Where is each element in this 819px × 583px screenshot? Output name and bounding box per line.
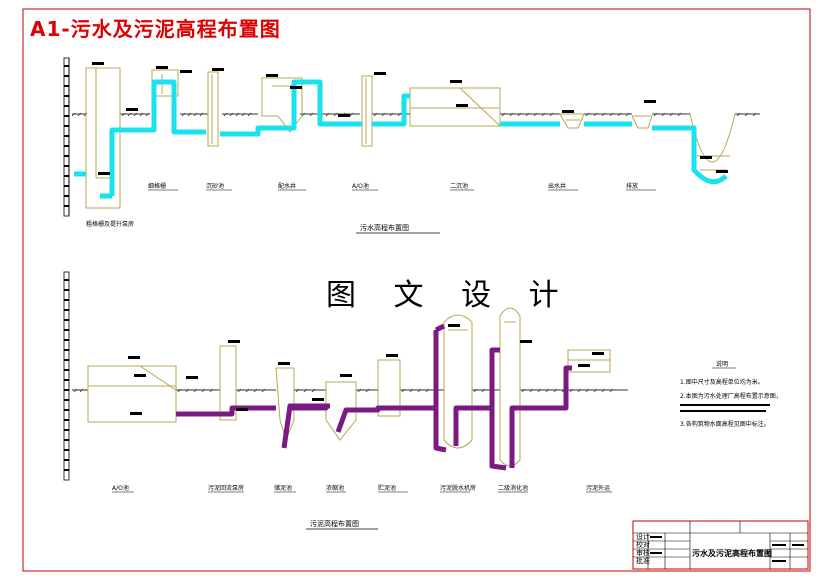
title-block-row: 设计 bbox=[636, 532, 650, 541]
unit-label: 出水井 bbox=[548, 182, 566, 190]
unit-label: 污泥脱水机房 bbox=[440, 484, 476, 492]
sludge-structures bbox=[87, 307, 611, 467]
notes-block: 说明 1.图中尺寸及高程单位均为米。 2.本图为污水处理厂高程布置示意图， 3.… bbox=[680, 360, 782, 428]
note-line: 3.各构筑物水面高程见图中标注。 bbox=[680, 420, 770, 428]
sheet-title: A1-污水及污泥高程布置图 bbox=[30, 17, 281, 41]
sewage-unit-labels: 粗格栅及提升泵房 细格栅 沉砂池 配水井 A/O池 二沉池 出水井 排放 bbox=[86, 182, 656, 228]
title-block-row: 批准 bbox=[636, 556, 650, 565]
sewage-structures bbox=[85, 67, 736, 209]
notes-heading: 说明 bbox=[716, 360, 728, 368]
unit-label: 贮泥池 bbox=[378, 484, 396, 492]
unit-label: 储泥池 bbox=[274, 484, 292, 492]
watermark-text: 图 文 设 计 bbox=[326, 278, 573, 313]
ground-line-top bbox=[71, 112, 760, 117]
unit-label: A/O池 bbox=[112, 484, 129, 492]
note-line: 1.图中尺寸及高程单位均为米。 bbox=[680, 378, 764, 386]
unit-label: 粗格栅及提升泵房 bbox=[86, 220, 134, 228]
title-block-row: 校对 bbox=[636, 540, 650, 549]
elevation-scale-bottom bbox=[63, 271, 70, 481]
sludge-elevation-diagram: A/O池 污泥回流泵房 储泥池 浓缩池 贮泥池 污泥脱水机房 二级消化池 污泥外… bbox=[63, 271, 628, 530]
unit-label: 沉砂池 bbox=[206, 182, 224, 190]
sheet-border bbox=[22, 8, 811, 572]
sewage-diagram-caption: 污水高程布置图 bbox=[360, 223, 409, 232]
unit-label: 浓缩池 bbox=[326, 484, 344, 492]
unit-label: 二级消化池 bbox=[498, 484, 528, 492]
drawing-name: 污水及污泥高程布置图 bbox=[692, 548, 772, 558]
unit-label: 二沉池 bbox=[450, 182, 468, 190]
note-line: 2.本图为污水处理厂高程布置示意图， bbox=[680, 392, 782, 400]
sludge-unit-labels: A/O池 污泥回流泵房 储泥池 浓缩池 贮泥池 污泥脱水机房 二级消化池 污泥外… bbox=[112, 484, 612, 493]
title-block-row: 审核 bbox=[636, 548, 650, 557]
unit-label: 排放 bbox=[626, 182, 638, 190]
unit-label: 污泥外运 bbox=[586, 484, 610, 492]
unit-label: 污泥回流泵房 bbox=[208, 484, 244, 492]
title-block: 设计 校对 审核 批准 污水及污泥高程布置图 bbox=[632, 520, 809, 570]
ground-line-bottom bbox=[72, 388, 628, 393]
unit-label: A/O池 bbox=[352, 182, 369, 190]
sludge-flow-pipe bbox=[176, 323, 572, 468]
sewage-flow-pipe bbox=[74, 79, 728, 196]
sewage-elevation-diagram: 粗格栅及提升泵房 细格栅 沉砂池 配水井 A/O池 二沉池 出水井 排放 污水高… bbox=[63, 57, 760, 234]
elevation-marks-bottom bbox=[128, 324, 604, 415]
elevation-scale-top bbox=[63, 57, 70, 217]
unit-label: 细格栅 bbox=[148, 182, 166, 190]
sludge-diagram-caption: 污泥高程布置图 bbox=[310, 519, 359, 528]
unit-label: 配水井 bbox=[278, 182, 296, 190]
elevation-marks-top bbox=[92, 62, 728, 175]
